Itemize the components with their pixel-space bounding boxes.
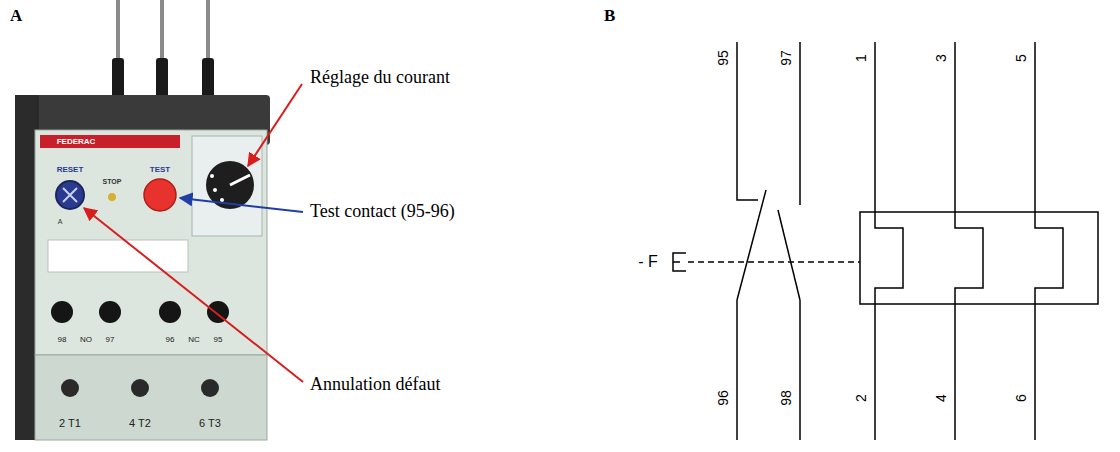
terminal-label: 97 — [106, 336, 115, 345]
terminal-label: 4 T2 — [129, 417, 151, 429]
callout-text: Annulation défaut — [310, 375, 440, 395]
terminal-label: 96 — [166, 336, 175, 345]
terminal-number: 95 — [716, 50, 731, 66]
terminal-number: 5 — [1014, 54, 1029, 62]
terminal-number: 6 — [1014, 394, 1029, 402]
panel-letter: A — [10, 7, 22, 26]
device-reference: - F — [638, 253, 658, 271]
button-label: TEST — [150, 166, 170, 175]
terminal-label: 98 — [58, 336, 67, 345]
terminal-number: 98 — [779, 390, 794, 406]
panel-letter: B — [604, 7, 615, 26]
terminal-label: NO — [80, 336, 92, 345]
terminal-label: 95 — [214, 336, 223, 345]
terminal-label: 6 T3 — [199, 417, 221, 429]
terminal-number: 2 — [854, 394, 869, 402]
callout-text: Réglage du courant — [310, 68, 450, 88]
button-label: RESET — [57, 166, 84, 175]
button-label: STOP — [103, 178, 122, 186]
terminal-label: 2 T1 — [59, 417, 81, 429]
terminal-label: NC — [188, 336, 200, 345]
button-label: A — [58, 218, 63, 226]
brand-name: FEDERAC — [57, 137, 96, 146]
terminal-number: 3 — [934, 54, 949, 62]
terminal-number: 1 — [854, 54, 869, 62]
terminal-number: 97 — [779, 50, 794, 66]
relay-photo — [15, 0, 270, 440]
terminal-number: 96 — [716, 390, 731, 406]
callout-arrows — [84, 84, 303, 382]
relay-symbol — [673, 42, 1098, 440]
terminal-number: 4 — [934, 394, 949, 402]
callout-text: Test contact (95-96) — [310, 202, 455, 222]
